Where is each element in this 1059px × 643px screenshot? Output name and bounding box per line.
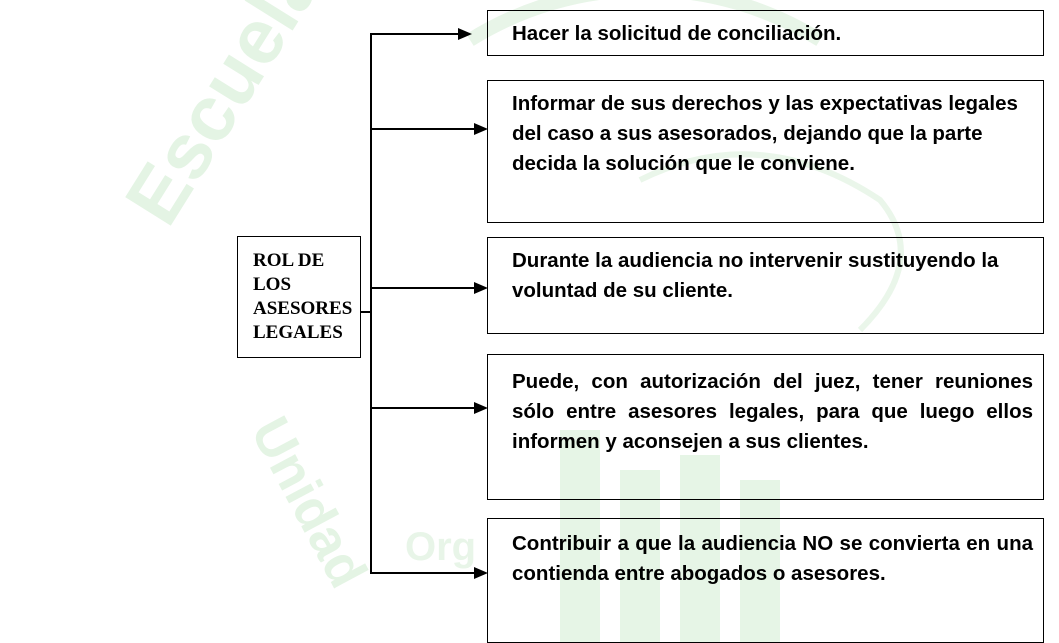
arrowhead-1 bbox=[458, 28, 472, 40]
watermark-text-bottom: Org bbox=[405, 525, 476, 569]
arrowhead-5 bbox=[474, 567, 488, 579]
trunk-line bbox=[370, 33, 372, 573]
arrowhead-4 bbox=[474, 402, 488, 414]
role-text-1: Hacer la solicitud de conciliación. bbox=[512, 22, 842, 45]
root-label-line-2: ASESORES bbox=[253, 298, 353, 319]
watermark-bar-2 bbox=[620, 470, 660, 643]
role-box-5: Contribuir a que la audiencia NO se conv… bbox=[487, 518, 1044, 643]
role-text-2: Informar de sus derechos y las expectati… bbox=[512, 92, 1018, 175]
role-text-4: Puede, con autorización del juez, tener … bbox=[512, 370, 1033, 453]
branch-line-3 bbox=[370, 287, 475, 289]
watermark-bar-1 bbox=[560, 430, 600, 643]
root-label-line-3: LEGALES bbox=[253, 322, 343, 343]
role-box-3: Durante la audiencia no intervenir susti… bbox=[487, 237, 1044, 334]
watermark-text-top: Escuela bbox=[108, 0, 339, 239]
root-label-line-1: ROL DE LOS bbox=[253, 250, 325, 295]
arrowhead-2 bbox=[474, 123, 488, 135]
watermark-bar-4 bbox=[740, 480, 780, 643]
arrowhead-3 bbox=[474, 282, 488, 294]
role-text-5: Contribuir a que la audiencia NO se conv… bbox=[512, 532, 1033, 585]
role-box-2: Informar de sus derechos y las expectati… bbox=[487, 80, 1044, 223]
branch-line-1 bbox=[370, 33, 462, 35]
watermark-arc bbox=[466, 0, 824, 46]
branch-line-2 bbox=[370, 128, 475, 130]
watermark-text-left: Unidad bbox=[239, 407, 378, 597]
root-connector-line bbox=[361, 311, 371, 313]
watermark-curve bbox=[638, 151, 904, 333]
branch-line-5 bbox=[370, 572, 475, 574]
role-text-3: Durante la audiencia no intervenir susti… bbox=[512, 249, 999, 302]
branch-line-4 bbox=[370, 407, 475, 409]
root-box: ROL DE LOS ASESORES LEGALES bbox=[237, 236, 361, 358]
role-box-4: Puede, con autorización del juez, tener … bbox=[487, 354, 1044, 500]
watermark-bar-3 bbox=[680, 455, 720, 643]
role-box-1: Hacer la solicitud de conciliación. bbox=[487, 10, 1044, 56]
